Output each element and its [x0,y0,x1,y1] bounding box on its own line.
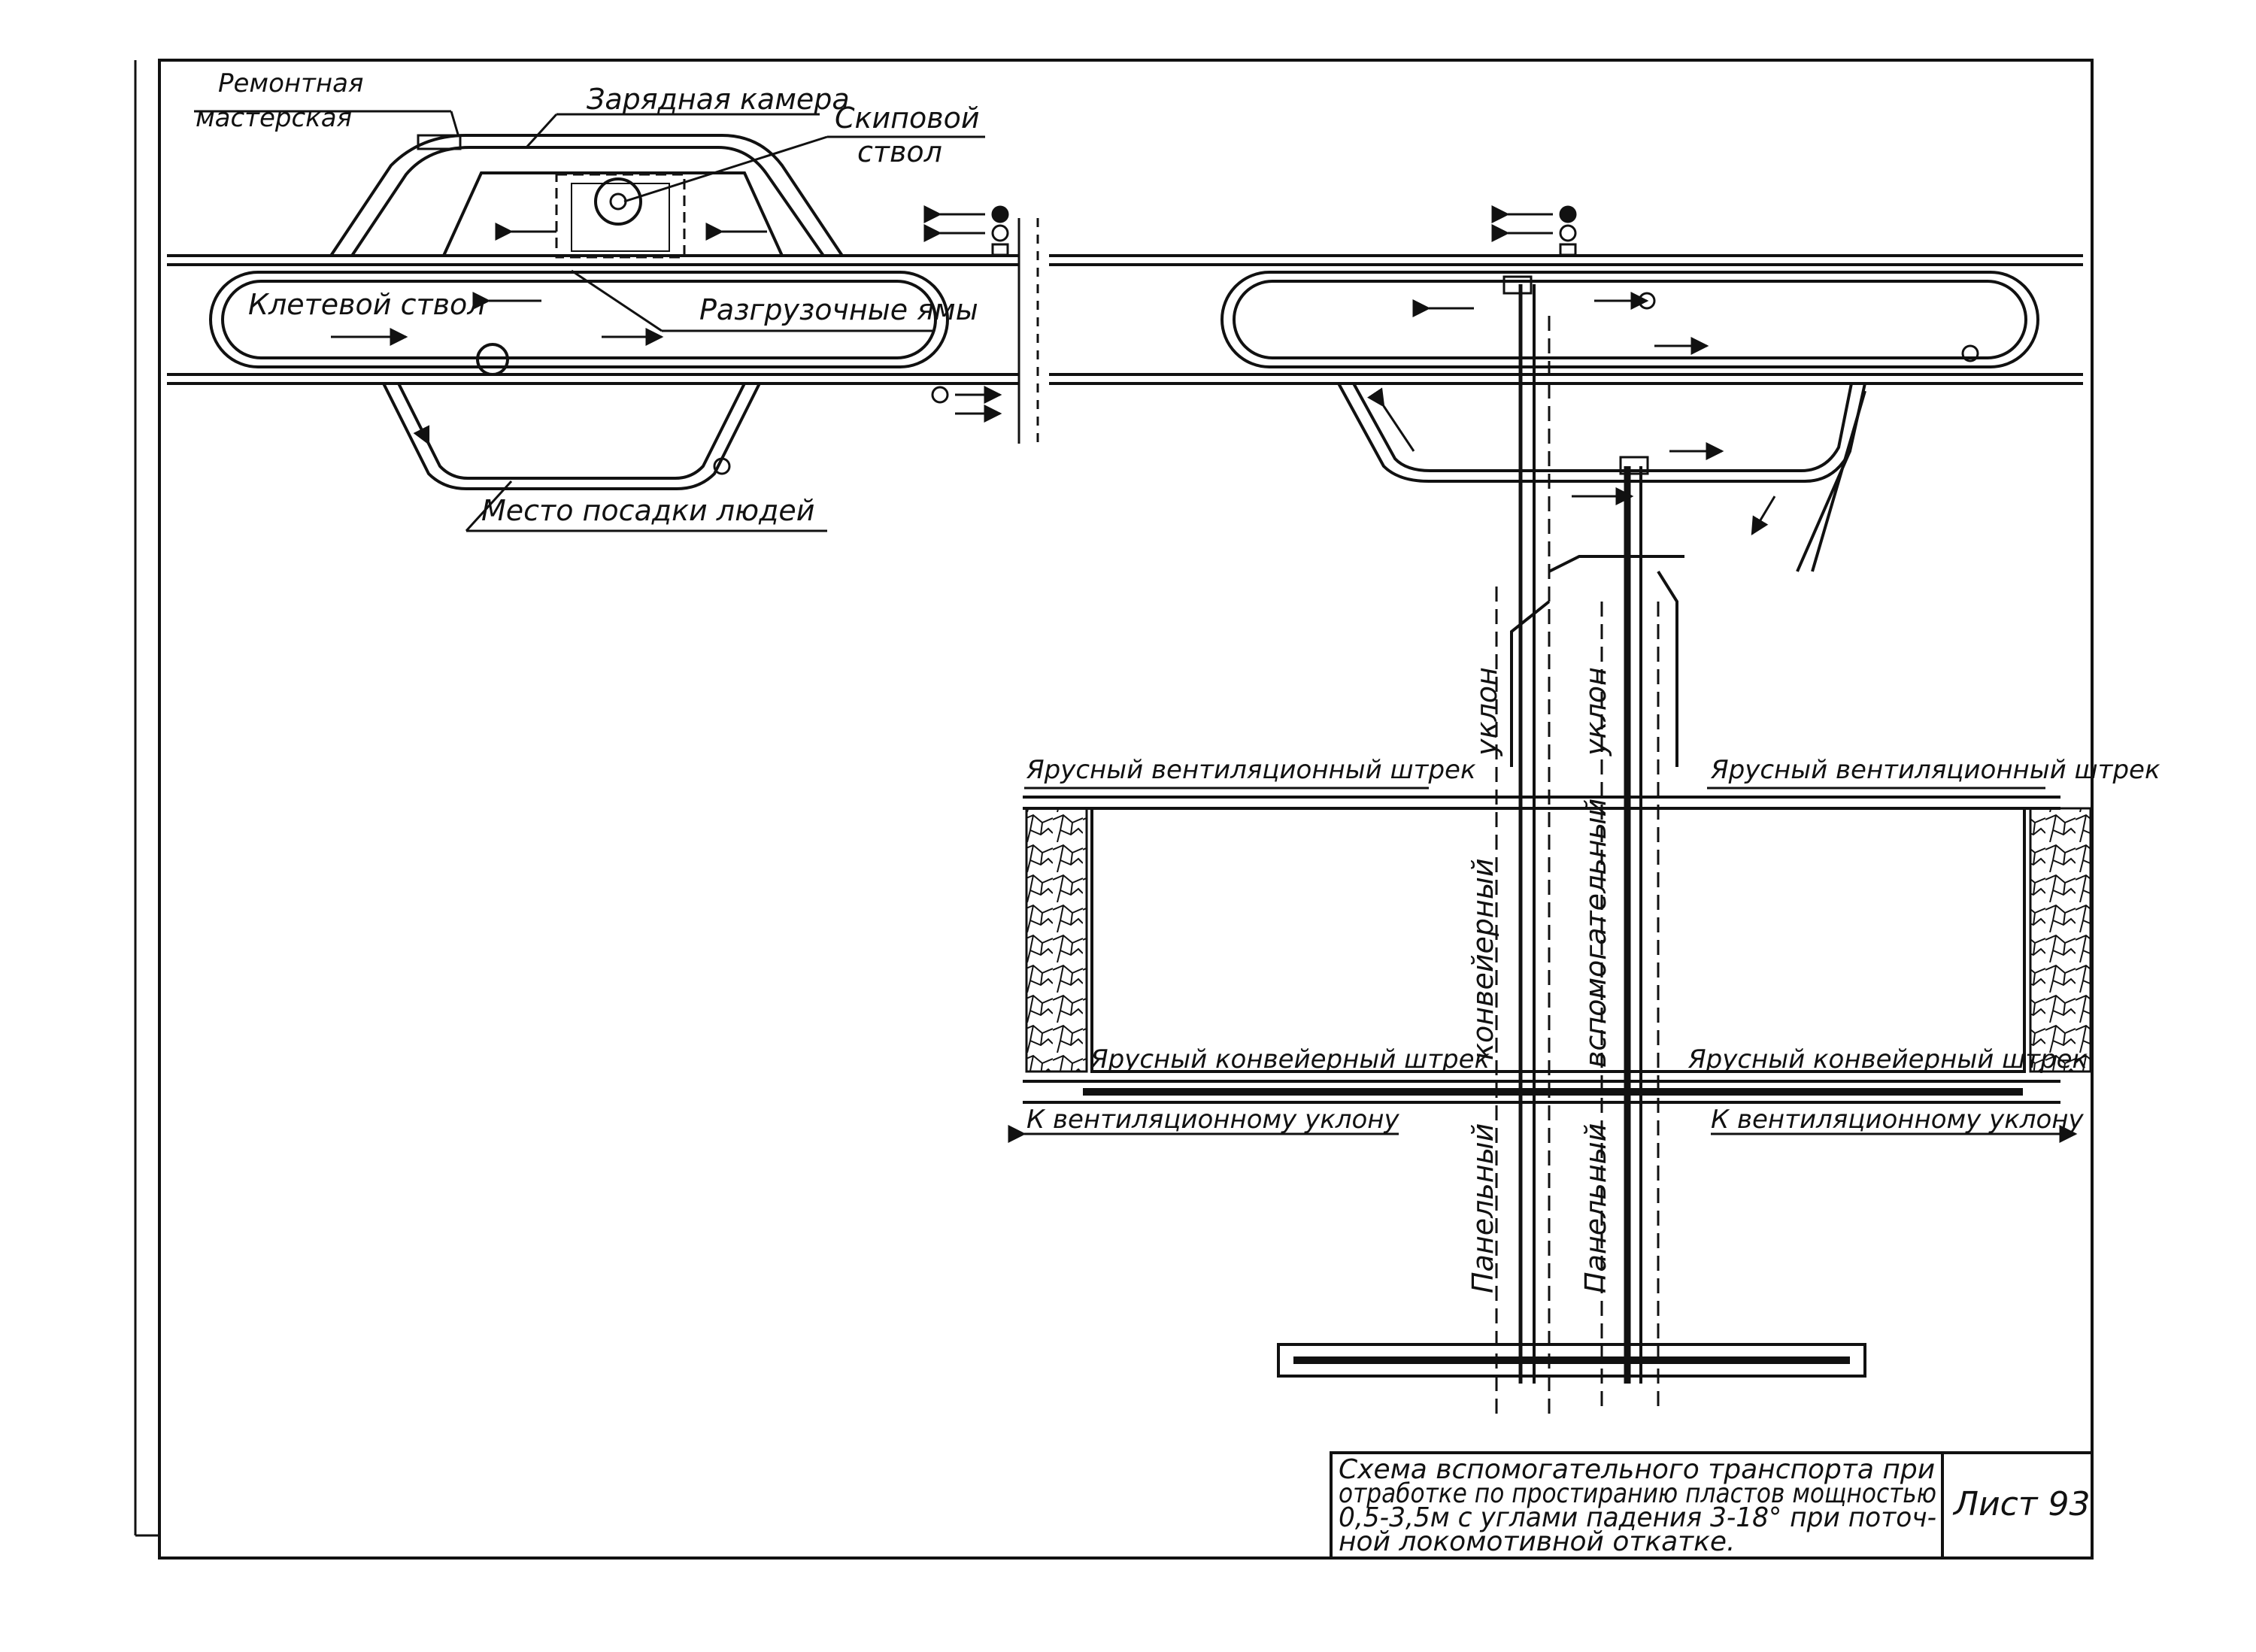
signal-light-icon [713,457,731,475]
leader-lines [194,110,2078,1143]
label-skip-shaft: ствол [857,135,942,168]
cage-shaft-symbol [476,343,509,376]
label-vent-drift-left: Ярусный вентиляционный штрек [1026,755,1476,785]
main-haulage-drift [167,218,2083,444]
label-conv-drift-right: Ярусный конвейерный штрек [1687,1044,2088,1075]
label-conv-drift-left: Ярусный конвейерный штрек [1090,1044,1490,1075]
signal-light-icon [1961,344,1979,362]
label-to-vent-incline-right: К вентиляционному уклону [1711,1105,2085,1135]
label-skip-shaft: Скиповой [835,102,980,135]
signal-light-icon [1559,205,1577,223]
goaf-left [1025,807,1088,1073]
title-line-3: 0,5-3,5м с углами падения 3-18° при пото… [1339,1502,1936,1533]
title-line-1: Схема вспомогательного транспорта при [1339,1454,1935,1485]
signal-light-icon [1638,292,1656,310]
right-loop-complex [1220,271,2039,572]
title-line-4: ной локомотивной откатке. [1339,1526,1735,1557]
pit-bottom-loops [209,134,949,490]
signal-light-icon [1559,224,1577,242]
label-conveyor-incline: конвейерный [1466,858,1499,1060]
label-unloading-pits: Разгрузочные ямы [699,293,978,326]
signal-box-icon [991,243,1009,256]
label-auxiliary-incline: вспомогательный [1579,799,1612,1068]
sheet-number: Лист 93 [1952,1485,2090,1523]
skip-shaft-building [555,173,686,259]
title-block: Схема вспомогательного транспорта при от… [1330,1451,2094,1560]
title-line-2: отработке по простиранию пластов мощност… [1339,1478,1936,1509]
label-panel-left: Панельный [1466,1123,1499,1293]
label-charging-chamber: Зарядная камера [587,83,850,116]
frame [134,59,2094,1560]
label-cage-shaft: Клетевой ствол [248,288,486,321]
label-panel-right: Панельный [1579,1123,1612,1293]
incline-roadways [1495,284,1684,1414]
signal-box-icon [1559,243,1577,256]
repair-shop-box [417,134,462,150]
signals-and-arrows [331,205,1979,536]
label-incline-right: уклон [1579,667,1612,756]
label-incline-left: уклон [1470,667,1503,756]
label-to-vent-incline-left: К вентиляционному уклону [1026,1105,1400,1135]
signal-light-icon [991,224,1009,242]
label-repair-shop: мастерская [196,103,352,133]
label-vent-drift-right: Ярусный вентиляционный штрек [1710,755,2160,785]
incline-head-right [1619,456,1649,475]
signal-light-icon [931,386,949,404]
incline-head-left [1502,275,1533,295]
signal-light-icon [991,205,1009,223]
label-repair-shop: Ремонтная [218,68,363,99]
label-boarding-place: Место посадки людей [481,494,814,527]
panel-block [1023,796,2060,1104]
goaf-right [2029,807,2092,1073]
panel-drift [1277,1343,1866,1378]
